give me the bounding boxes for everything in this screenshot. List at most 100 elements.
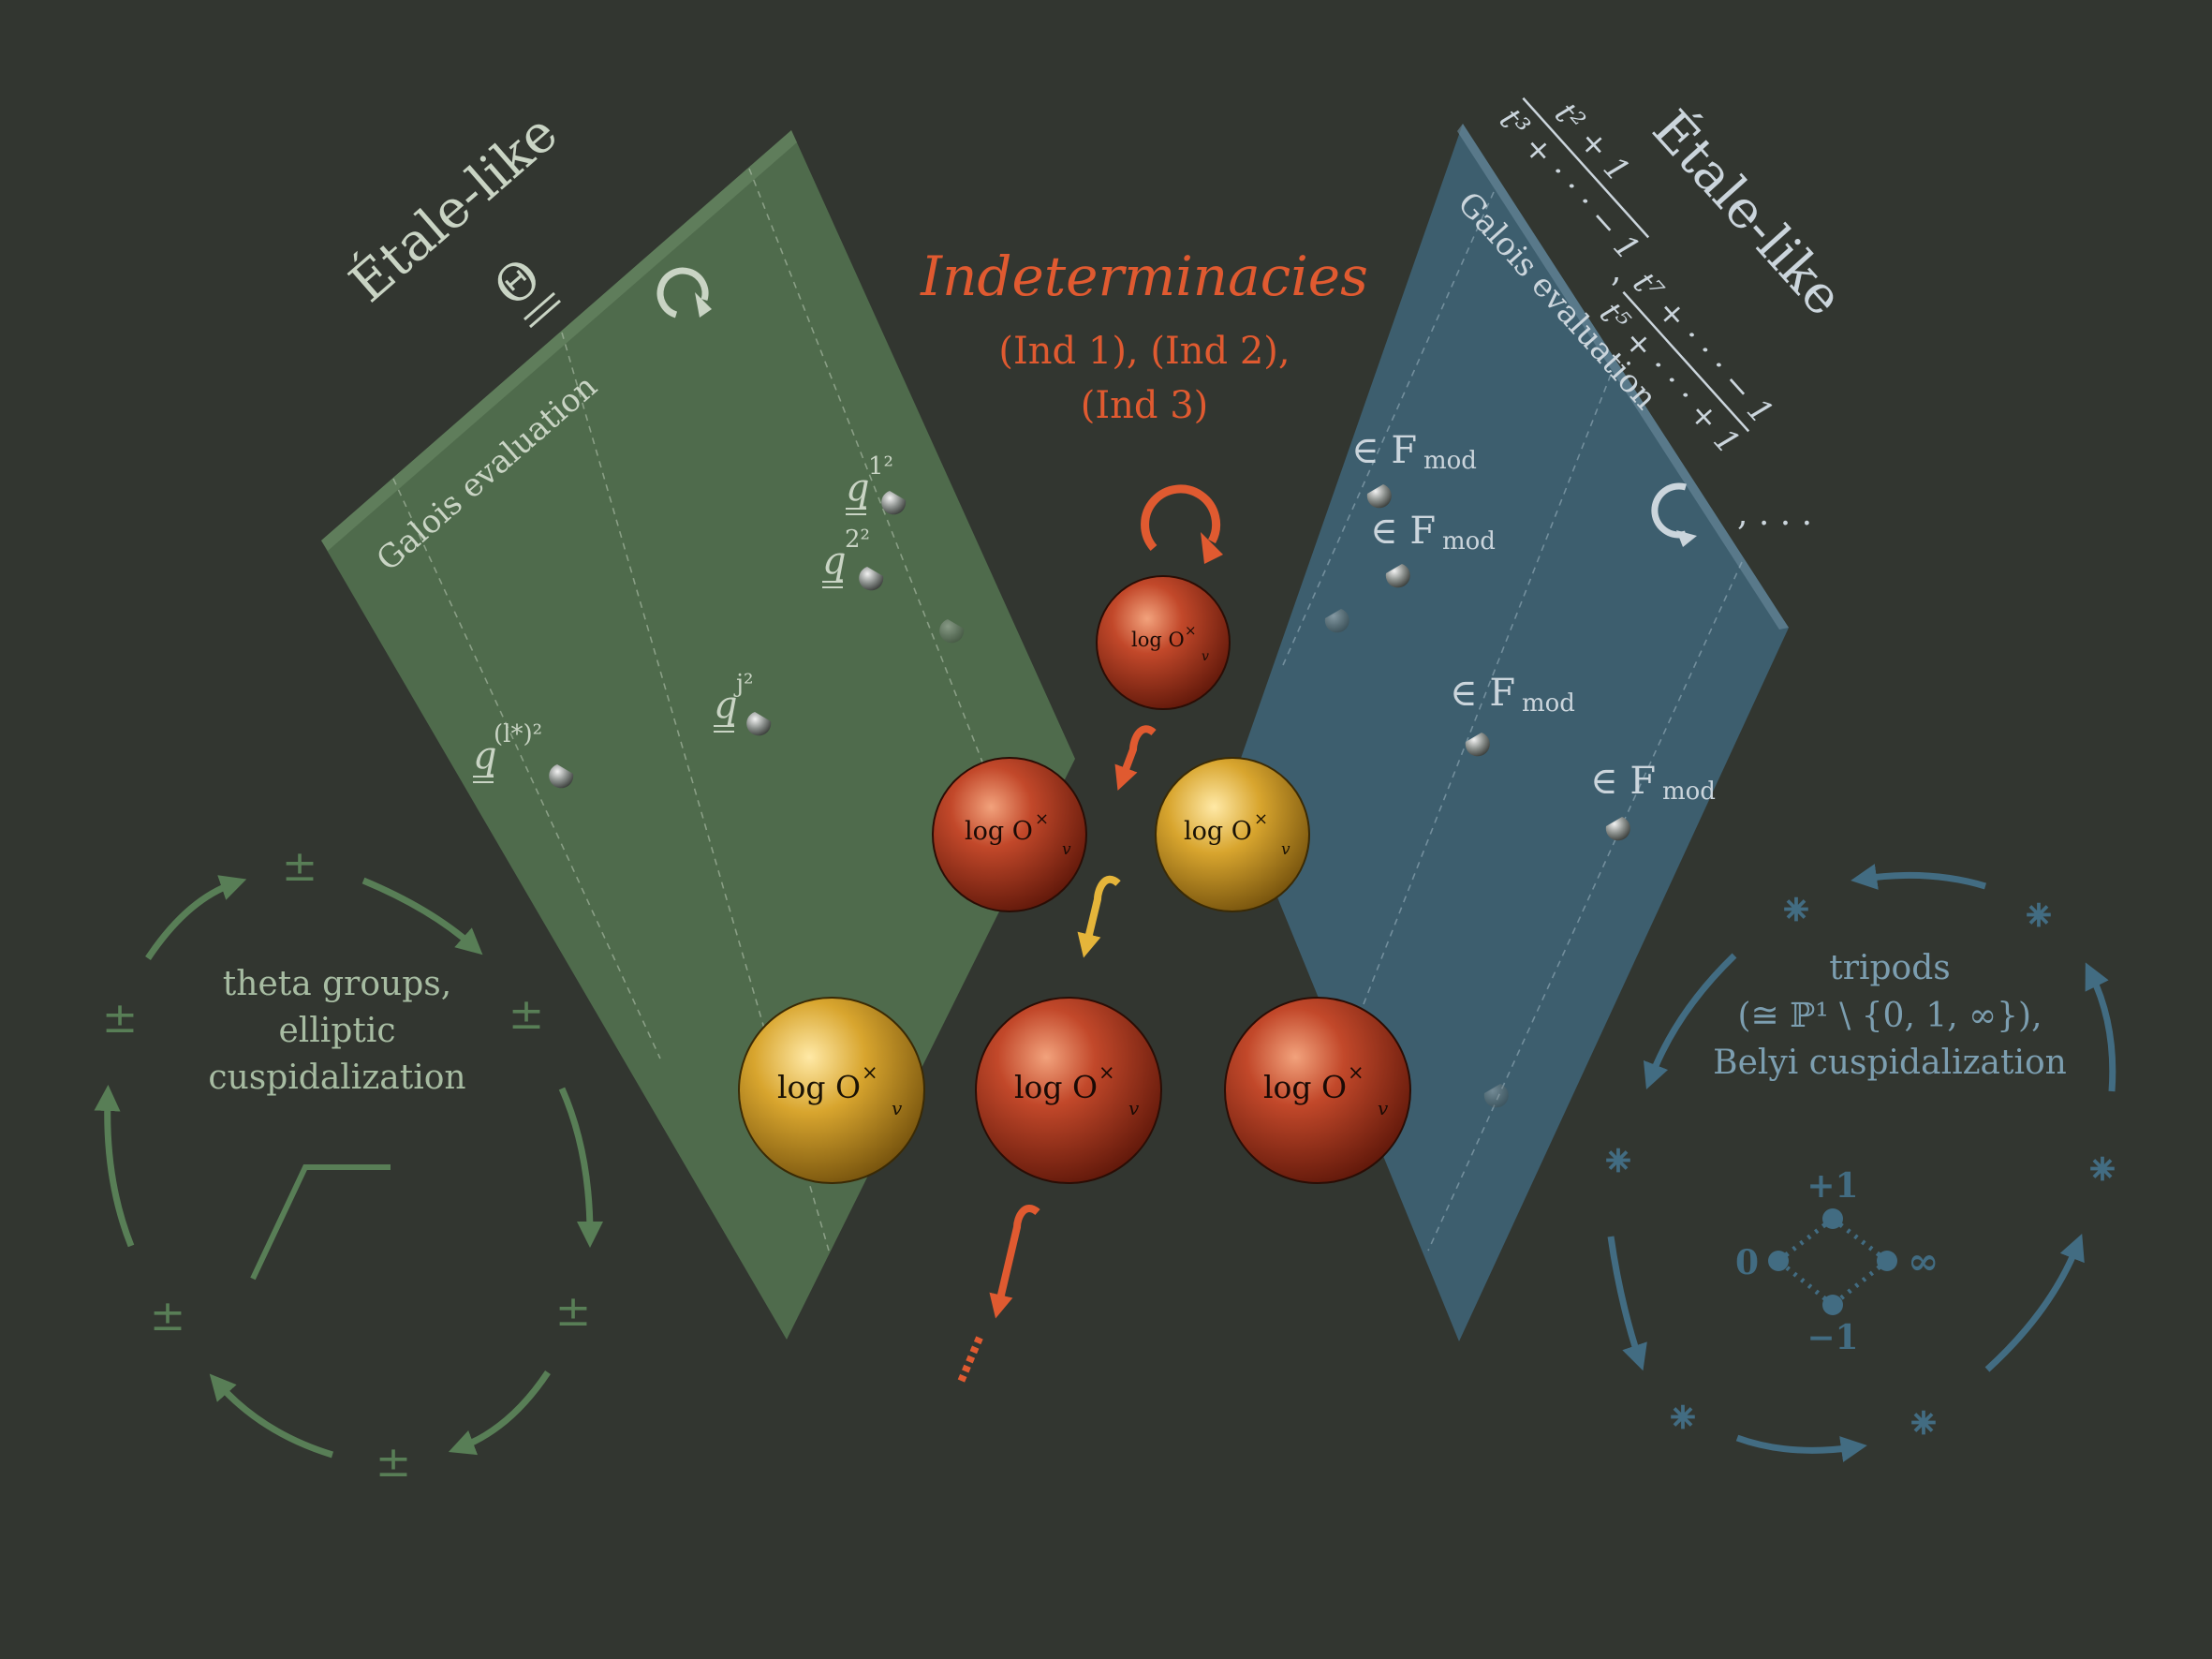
sphere-label: log O (1184, 817, 1252, 846)
q-label-lstar: q (l*)² (473, 720, 542, 783)
sphere-sup: × (1099, 1061, 1115, 1084)
indeterminacies-line1: (Ind 1), (Ind 2), (998, 330, 1290, 373)
drop-icon (859, 567, 884, 591)
plus-minus-symbol: ± (282, 840, 318, 891)
sphere-sup: × (1035, 809, 1049, 829)
right-cycle-text: tripods (≅ ℙ¹ \ {0, 1, ∞}), Belyi cuspid… (1713, 949, 2067, 1082)
sphere-bottom-center: log O × v (975, 997, 1162, 1184)
blue-drops (1324, 484, 1630, 1108)
theta-label: Θ (482, 246, 553, 318)
q-label-2: q 2² (822, 526, 870, 588)
tripod-label-left: 0 (1735, 1243, 1759, 1282)
sphere-sub: v (1202, 649, 1209, 664)
drop-icon (1366, 484, 1392, 509)
drop-icon (1483, 1084, 1509, 1108)
drop-icon (549, 764, 574, 789)
left-cycle (94, 875, 603, 1459)
sphere-bottom-right: log O × v (1224, 997, 1411, 1184)
fraction-2-sep: , . . . (1737, 495, 1812, 533)
sphere-sub: v (892, 1097, 903, 1119)
drop-icon (881, 491, 907, 515)
q-base: q (714, 684, 738, 727)
asterisk-symbol: ⁕ (2020, 890, 2057, 942)
asterism-symbols: ⁕ ⁕ ⁕ ⁕ ⁕ ⁕ (1600, 884, 2121, 1450)
sphere-sup: × (1185, 622, 1197, 639)
left-cycle-line2: elliptic (278, 1012, 395, 1050)
fmod-label-2: ∈ F mod (1370, 510, 1496, 555)
asterisk-symbol: ⁕ (1664, 1392, 1702, 1444)
q-exponent: 1² (868, 452, 893, 481)
drop-icon (1385, 564, 1410, 588)
tripod-label-top: +1 (1806, 1166, 1858, 1206)
fmod-label-3: ∈ F mod (1450, 672, 1575, 718)
indeterminacies-line2: (Ind 3) (1081, 384, 1209, 427)
left-etale-panel (321, 130, 1075, 1340)
fmod-text: ∈ F (1450, 672, 1515, 715)
fmod-label-1: ∈ F mod (1351, 429, 1477, 475)
fmod-subscript: mod (1522, 689, 1575, 718)
tripod-node (1822, 1295, 1843, 1315)
fmod-label-4: ∈ F mod (1590, 760, 1716, 806)
sphere-label: log O (1131, 629, 1185, 651)
q-base: q (846, 467, 870, 510)
clockwise-arrow-icon (1141, 484, 1223, 564)
drop-icon (1465, 733, 1490, 757)
red-hook-arrow-1 (1114, 725, 1157, 791)
fmod-text: ∈ F (1351, 429, 1417, 472)
asterisk-symbol: ⁕ (2084, 1144, 2121, 1196)
left-cycle-line1: theta groups, (223, 965, 451, 1003)
fmod-subscript: mod (1662, 778, 1716, 806)
tripod-node (1822, 1208, 1843, 1229)
fraction-1-sep: , (1611, 251, 1621, 289)
sphere-bottom-left: log O × v (738, 997, 925, 1184)
drop-icon (746, 712, 772, 736)
sphere-mid-right: log O × v (1155, 757, 1310, 912)
fmod-text: ∈ F (1590, 760, 1656, 803)
sphere-sub: v (1378, 1097, 1389, 1119)
green-drops (549, 491, 965, 789)
sphere-sup: × (862, 1061, 878, 1084)
theta-symbol: Θ (482, 246, 561, 329)
sphere-sub: v (1062, 840, 1071, 859)
elliptic-cusp-shape (250, 1164, 391, 1281)
asterisk-symbol: ⁕ (1600, 1135, 1637, 1188)
tripod-node (1877, 1251, 1897, 1271)
q-label-1: q 1² (846, 452, 893, 515)
q-label-j: q j² (714, 670, 753, 733)
fmod-text: ∈ F (1370, 510, 1436, 553)
asterisk-symbol: ⁕ (1777, 884, 1815, 937)
plus-minus-symbol: ± (376, 1436, 412, 1487)
sphere-mid-left: log O × v (932, 757, 1087, 912)
q-exponent: j² (733, 670, 753, 698)
plus-minus-symbol: ± (102, 992, 139, 1043)
fmod-subscript: mod (1442, 527, 1496, 555)
indeterminacies-title: Indeterminacies (920, 244, 1368, 308)
sphere-label: log O (1014, 1069, 1098, 1105)
sphere-sub: v (1128, 1097, 1140, 1119)
sphere-sup: × (1254, 809, 1268, 829)
fmod-subscript: mod (1423, 447, 1477, 475)
q-base: q (822, 540, 847, 583)
tripod-label-bottom: −1 (1806, 1318, 1858, 1357)
plus-minus-symbol: ± (509, 988, 545, 1039)
right-cycle (1607, 864, 2116, 1462)
left-cycle-line3: cuspidalization (208, 1059, 465, 1097)
sphere-label: log O (777, 1069, 861, 1105)
pm-symbols: ± ± ± ± ± ± (102, 840, 592, 1487)
q-exponent: 2² (845, 526, 870, 554)
q-exponent: (l*)² (494, 720, 542, 748)
right-cycle-line2: (≅ ℙ¹ \ {0, 1, ∞}), (1737, 997, 2042, 1035)
tripod-graph: +1 −1 0 ∞ (1735, 1166, 1939, 1357)
sphere-sub: v (1281, 840, 1290, 859)
q-base: q (473, 734, 497, 778)
plus-minus-symbol: ± (150, 1290, 186, 1341)
red-hook-arrow-2 (989, 1205, 1040, 1319)
drop-icon (1324, 609, 1349, 633)
sphere-sup: × (1348, 1061, 1364, 1084)
sphere-label: log O (1263, 1069, 1347, 1105)
right-cycle-line1: tripods (1829, 949, 1950, 987)
left-cycle-text: theta groups, elliptic cuspidalization (208, 965, 465, 1097)
plus-minus-symbol: ± (555, 1285, 592, 1336)
yellow-hook-arrow (1077, 875, 1121, 958)
